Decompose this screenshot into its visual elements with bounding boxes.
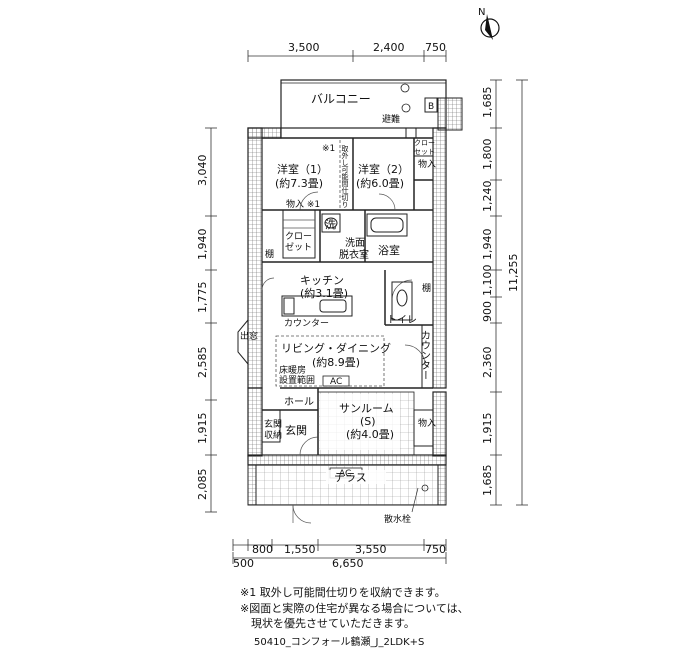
bay-window bbox=[237, 319, 249, 365]
sunroom-name: サンルーム bbox=[339, 402, 394, 415]
sink-label: 洗 bbox=[325, 218, 336, 231]
ldk-size: (約8.9畳) bbox=[312, 355, 360, 369]
floor-heat-label-1: 床暖房 bbox=[279, 364, 306, 376]
closet-label-2: ゼット bbox=[285, 241, 312, 253]
closets bbox=[261, 127, 434, 447]
sunroom-size: (約4.0畳) bbox=[346, 427, 394, 441]
note-line-2: ※図面と実際の住宅が異なる場合については、 bbox=[240, 602, 469, 615]
closet-label-1: クロー bbox=[285, 231, 312, 242]
ac-unit-upper bbox=[322, 375, 350, 387]
dim-right-7: 2,360 bbox=[481, 347, 494, 379]
shelf-label-1: 棚 bbox=[265, 248, 274, 260]
dim-right-2: 1,800 bbox=[481, 139, 494, 171]
closet-shelf-lines bbox=[283, 219, 315, 229]
dim-right-4: 1,940 bbox=[481, 229, 494, 261]
door-swings bbox=[261, 191, 426, 456]
shelf-label-2: 棚 bbox=[422, 282, 431, 294]
ac-label-lower: AC bbox=[339, 469, 351, 479]
faucet-label: 散水栓 bbox=[384, 513, 411, 525]
balcony bbox=[280, 79, 463, 131]
dim-bottom-1: 800 bbox=[252, 543, 273, 556]
dim-bottom-3: 3,550 bbox=[355, 543, 387, 556]
dim-left-4: 2,585 bbox=[196, 347, 209, 379]
compass-label: N bbox=[478, 7, 485, 18]
floor-heat-label-2: 設置範囲 bbox=[279, 374, 315, 386]
compass-icon: N bbox=[478, 7, 500, 40]
ac-label-upper: AC bbox=[330, 377, 342, 387]
plan-caption: 50410_コンフォール鶴瀬_J_2LDK+S bbox=[254, 637, 425, 648]
genkan-storage-label-1: 玄関 bbox=[264, 418, 282, 430]
closet-right-label-1: クロー bbox=[414, 139, 435, 147]
dim-right-1: 1,685 bbox=[481, 87, 494, 119]
counter-vertical-label: カウンター bbox=[419, 330, 431, 380]
toilet-label: トイレ bbox=[387, 315, 417, 326]
dim-right-9: 1,685 bbox=[481, 465, 494, 497]
bedroom2-size: (約6.0畳) bbox=[356, 176, 404, 190]
dim-right-total: 11,255 bbox=[507, 254, 520, 293]
dim-bottom-4: 750 bbox=[425, 543, 446, 556]
storage-right-label: 物入 bbox=[418, 158, 436, 170]
bottom-dimension-lines bbox=[232, 539, 447, 564]
hall-label: ホール bbox=[284, 396, 314, 408]
dim-right-6: 900 bbox=[481, 301, 494, 322]
dim-bottom-6: 6,650 bbox=[332, 557, 364, 570]
dim-bottom-2: 1,550 bbox=[284, 543, 316, 556]
terrace-label: テラス bbox=[334, 471, 367, 484]
dim-left-5: 1,915 bbox=[196, 413, 209, 445]
partition-vertical-label: 取外し可能間仕切り bbox=[341, 145, 349, 208]
bath-label: 浴室 bbox=[378, 243, 400, 257]
dim-left-3: 1,775 bbox=[196, 282, 209, 314]
dim-top-1: 3,500 bbox=[288, 41, 320, 54]
kitchen-size: (約3.1畳) bbox=[300, 286, 348, 300]
dim-left-6: 2,085 bbox=[196, 469, 209, 501]
note-line-3: 現状を優先させていただきます。 bbox=[240, 617, 415, 630]
dim-top-2: 2,400 bbox=[373, 41, 405, 54]
note-mark: ※1 bbox=[322, 144, 335, 154]
b-label: B bbox=[428, 102, 434, 112]
storage-sunroom-label: 物入 bbox=[418, 417, 436, 429]
dim-bottom-5: 500 bbox=[233, 557, 254, 570]
bay-window-label: 出窓 bbox=[240, 330, 258, 342]
bedroom1-name: 洋室（1） bbox=[277, 162, 328, 176]
kitchen-name: キッチン bbox=[300, 274, 344, 287]
counter-vertical-block bbox=[421, 324, 434, 389]
top-dimension-line bbox=[247, 50, 447, 62]
dim-left-2: 1,940 bbox=[196, 229, 209, 261]
closet-right-label-2: セット bbox=[414, 148, 435, 156]
right-dimension-lines bbox=[490, 79, 528, 506]
dim-right-8: 1,915 bbox=[481, 413, 494, 445]
storage-note-label: 物入 ※1 bbox=[286, 198, 320, 210]
ldk-name: リビング・ダイニング bbox=[281, 341, 391, 355]
balcony-label: バルコニー bbox=[311, 92, 371, 106]
bathroom-fixtures bbox=[321, 213, 413, 321]
dim-top-3: 750 bbox=[425, 41, 446, 54]
bedroom2-name: 洋室（2） bbox=[358, 162, 409, 176]
wash-name-1: 洗面 bbox=[345, 237, 365, 249]
kitchen-counter bbox=[281, 295, 353, 317]
exterior-walls bbox=[247, 127, 447, 466]
dim-right-3: 1,240 bbox=[481, 181, 494, 213]
counter-label: カウンター bbox=[284, 318, 329, 329]
wash-name-2: 脱衣室 bbox=[339, 248, 369, 261]
genkan-storage-label-2: 収納 bbox=[264, 429, 282, 441]
left-dimension-line bbox=[205, 127, 217, 513]
bedroom1-size: (約7.3畳) bbox=[275, 176, 323, 190]
sunroom-label-bg bbox=[320, 394, 400, 450]
evacuation-hatch-label: 避難 bbox=[382, 113, 400, 125]
dim-right-5: 1,100 bbox=[481, 265, 494, 297]
dim-left-1: 3,040 bbox=[196, 155, 209, 187]
note-line-1: ※1 取外し可能間仕切りを収納できます。 bbox=[240, 586, 446, 599]
sunroom-s: (S) bbox=[360, 415, 376, 428]
genkan-label: 玄関 bbox=[285, 423, 307, 437]
terrace bbox=[247, 464, 447, 524]
